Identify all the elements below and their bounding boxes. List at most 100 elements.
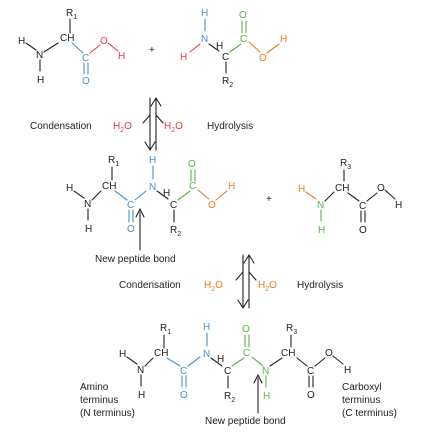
atom-o: O [188, 159, 196, 170]
forward-arrow-head [237, 299, 249, 309]
atom-c: C [307, 366, 314, 377]
bond-line [210, 357, 223, 367]
amino-acid-3: R3 CH H N H C O O H [298, 158, 402, 236]
atom-n: N [203, 349, 210, 360]
reverse-arrow-head [150, 97, 162, 107]
amino-terminus-line-2: terminus [80, 395, 118, 406]
atom-h: H [344, 365, 351, 376]
bond-line [144, 357, 154, 367]
double-bond [181, 375, 187, 388]
atom-h: H [37, 75, 44, 86]
atom-c: C [170, 200, 177, 211]
water-out: H2O [204, 280, 223, 293]
atom-ch: CH [154, 348, 168, 359]
atom-n: N [137, 365, 144, 376]
carboxyl-terminus-label: Carboxyl terminus (C terminus) [342, 382, 397, 419]
water-out: H2O [113, 121, 132, 134]
new-peptide-bond-label: New peptide bond [95, 254, 176, 265]
new-peptide-bond-label: New peptide bond [205, 416, 286, 427]
double-bond [190, 169, 196, 182]
atom-h: H [318, 225, 325, 236]
hydrolysis-label: Hydrolysis [207, 121, 253, 132]
bond-line [71, 42, 84, 54]
atom-h: H [119, 349, 126, 360]
bond-line [305, 191, 317, 200]
water-in: H2O [258, 280, 277, 293]
atom-o: O [307, 390, 315, 401]
atom-h: H [180, 52, 187, 63]
atom-r2: R2 [224, 391, 235, 404]
atom-ch: CH [102, 181, 116, 192]
reaction-arrows-2: Condensation H2O H2O Hydrolysis [119, 254, 343, 309]
atom-n: N [262, 366, 269, 377]
atom-c: C [82, 53, 89, 64]
carboxyl-terminus-line-2: terminus [342, 395, 380, 406]
bond-line [73, 190, 85, 199]
atom-h: H [280, 34, 287, 45]
peptide-bond-line [134, 190, 147, 201]
condensation-label: Condensation [119, 280, 181, 291]
bond-line [208, 43, 220, 52]
bond-line [166, 357, 181, 367]
amino-acid-2: H N H H C R2 C O O H [180, 8, 287, 89]
atom-o: O [239, 10, 247, 21]
double-bond [244, 334, 250, 348]
peptide-bond-line [251, 356, 264, 367]
atom-n: N [36, 50, 43, 61]
bond-line [324, 191, 335, 202]
atom-n: N [201, 34, 208, 45]
atom-h: H [216, 41, 223, 52]
condensation-label: Condensation [30, 121, 92, 132]
bond-line [107, 42, 119, 52]
atom-c: C [243, 348, 250, 359]
atom-h: H [217, 354, 224, 365]
bond-line [91, 190, 102, 201]
atom-h: H [66, 183, 73, 194]
water-release-line [235, 271, 244, 281]
atom-h: H [149, 155, 156, 166]
reverse-arrow-head [243, 254, 255, 264]
atom-r1: R1 [66, 8, 77, 21]
atom-h: H [18, 36, 25, 47]
hydrolysis-label: Hydrolysis [297, 280, 343, 291]
atom-r3: R3 [340, 158, 351, 171]
bond-line [197, 189, 210, 200]
bond-line [177, 190, 191, 201]
carboxyl-terminus-line-1: Carboxyl [342, 382, 381, 393]
bond-line [229, 43, 242, 53]
dipeptide: R1 CH H N H C O H N H C R2 C O O H New p… [66, 155, 235, 265]
atom-o: O [242, 324, 250, 335]
atom-o: O [259, 53, 267, 64]
double-bond [241, 20, 247, 34]
bond-line [215, 190, 228, 201]
atom-c: C [240, 34, 247, 45]
atom-o: O [180, 390, 188, 401]
atom-c: C [222, 52, 229, 63]
water-release-line [142, 114, 151, 124]
atom-ch: CH [60, 33, 74, 44]
atom-h: H [203, 322, 210, 333]
atom-r1: R1 [160, 323, 171, 336]
pointer-arrow-head [135, 208, 145, 218]
pointer-arrow-head [253, 374, 263, 384]
water-in: H2O [164, 121, 183, 134]
atom-c: C [127, 200, 134, 211]
atom-o: O [82, 76, 90, 87]
bond-line [114, 190, 128, 201]
atom-h: H [163, 188, 170, 199]
atom-ch: CH [281, 348, 295, 359]
bond-line [189, 43, 201, 53]
atom-o: O [359, 225, 367, 236]
bond-line [347, 192, 360, 202]
atom-o: O [100, 36, 108, 47]
bond-line [25, 42, 37, 51]
water-uptake-line [155, 114, 164, 124]
atom-h: H [201, 8, 208, 19]
bond-line [266, 43, 280, 54]
atom-r3: R3 [286, 323, 297, 336]
atom-h: H [138, 390, 145, 401]
atom-o: O [377, 183, 385, 194]
amino-terminus-label: Amino terminus (N terminus) [80, 382, 135, 419]
